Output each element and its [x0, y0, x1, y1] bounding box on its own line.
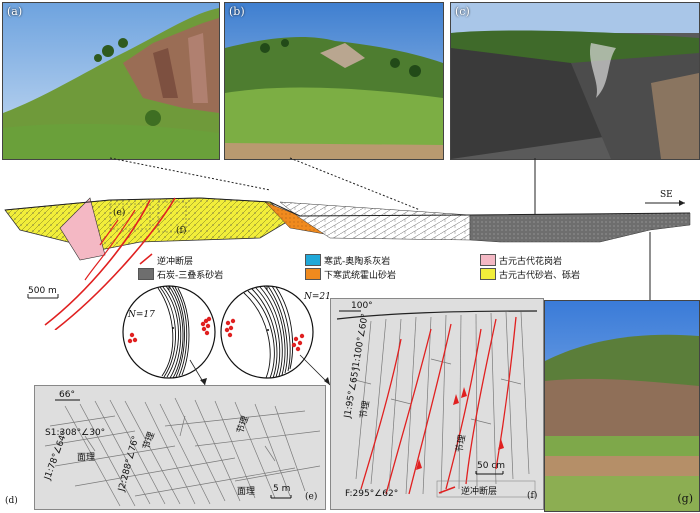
legend-granite-label: 古元古代花岗岩: [499, 257, 563, 267]
panel-f-f: F:295°∠62°: [345, 489, 399, 499]
photo-g: (g): [544, 300, 700, 512]
section-scale: 500 m: [28, 286, 57, 296]
section-label-f: (f): [176, 226, 187, 236]
section-label-e: (e): [113, 208, 126, 218]
panel-e-sketch: [44, 397, 321, 507]
legend-thrust-label: 逆冲断层: [157, 257, 194, 267]
legend-carb-label: 石炭-三叠系砂岩: [157, 271, 224, 281]
panel-d-label: (d): [5, 496, 18, 506]
photo-g-label: (g): [677, 492, 693, 505]
panel-e-mianli-2: 面理: [237, 487, 256, 497]
cross-section: [4, 197, 691, 330]
panel-e-mianli-1: 面理: [77, 453, 96, 463]
photo-a-label: (a): [7, 5, 23, 18]
legend-granite-swatch: [480, 254, 496, 266]
photo-b-label: (b): [229, 5, 245, 18]
legend-limestone-label: 寒武-奥陶系灰岩: [324, 257, 391, 267]
panel-e-scale: 5 m: [273, 484, 291, 494]
legend-sandstone-swatch: [480, 268, 496, 280]
stereonet-left: [122, 285, 216, 379]
panel-f-scale: 50 cm: [477, 461, 506, 471]
panel-f-label: (f): [527, 491, 538, 501]
panel-e-label: (e): [305, 492, 318, 502]
legend-lower-cambrian-label: 下寒武统霍山砂岩: [324, 271, 397, 281]
photo-b: (b): [224, 2, 444, 160]
panel-e-orientation: 66°: [59, 390, 75, 400]
panel-e-s1: S1:308°∠30°: [45, 428, 106, 438]
stereonet-right-n: N=21: [304, 292, 331, 302]
panel-f: 100° J1:100°∠60° J1:95°∠65° 节理 节理 50 cm …: [330, 298, 544, 510]
section-direction: SE: [660, 190, 673, 200]
panel-e: 66° S1:308°∠30° J1:78°∠64° J2:288°∠76° 节…: [5, 385, 326, 510]
legend-carb-swatch: [138, 268, 154, 280]
panel-f-orientation: 100°: [351, 301, 373, 311]
photo-c-label: (c): [455, 5, 470, 18]
photo-a: (a): [2, 2, 220, 160]
legend-lower-cambrian-swatch: [305, 268, 321, 280]
legend-limestone-swatch: [305, 254, 321, 266]
stereonet-left-n: N=17: [128, 310, 155, 320]
legend-thrust-swatch: [139, 253, 153, 265]
legend-sandstone-label: 古元古代砂岩、砾岩: [499, 271, 581, 281]
panel-f-sketch: [336, 310, 538, 498]
stereonet-right: [220, 285, 314, 379]
panel-f-legend: 逆冲断层: [461, 487, 498, 497]
